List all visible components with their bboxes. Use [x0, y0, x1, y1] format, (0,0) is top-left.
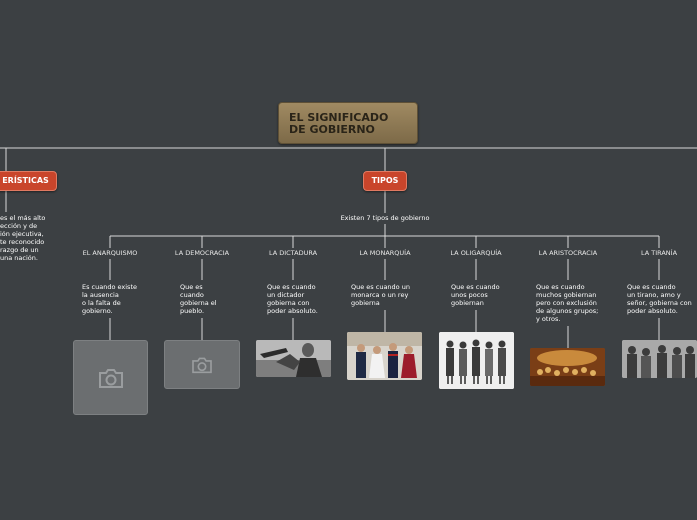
- camera-icon: [98, 368, 123, 388]
- branch-caracteristicas-label: ERÍSTICAS: [2, 176, 49, 185]
- caracteristicas-text: es el más alto ección y de ión ejecutiva…: [0, 214, 46, 262]
- dictator-photo-icon: [256, 340, 331, 377]
- desc-dictadura[interactable]: Que es cuando un dictador gobierna con p…: [267, 283, 318, 315]
- image-oligarquia[interactable]: [439, 332, 514, 389]
- central-topic[interactable]: EL SIGNIFICADO DE GOBIERNO: [278, 102, 418, 144]
- desc-democracia[interactable]: Que es cuando gobierna el pueblo.: [180, 283, 217, 315]
- tipos-subtitle: Existen 7 tipos de gobierno: [340, 214, 430, 222]
- type-anarquismo[interactable]: EL ANARQUISMO: [82, 249, 138, 257]
- desc-aristocracia[interactable]: Que es cuando muchos gobiernan pero con …: [536, 283, 599, 323]
- aristocracy-painting-icon: [530, 348, 605, 386]
- image-dictadura[interactable]: [256, 340, 331, 377]
- desc-oligarquia[interactable]: Que es cuando unos pocos gobiernan: [451, 283, 500, 307]
- central-topic-line1: EL SIGNIFICADO: [289, 111, 389, 124]
- royal-family-photo-icon: [347, 332, 422, 380]
- tyranny-photo-icon: [622, 340, 697, 378]
- image-placeholder-anarquismo[interactable]: [73, 340, 148, 415]
- type-aristocracia[interactable]: LA ARISTOCRACIA: [538, 249, 598, 257]
- image-placeholder-democracia[interactable]: [164, 340, 240, 389]
- branch-tipos-label: TIPOS: [371, 176, 399, 185]
- desc-monarquia[interactable]: Que es cuando un monarca o un rey gobier…: [351, 283, 410, 307]
- type-monarquia[interactable]: LA MONARQUÍA: [359, 249, 411, 257]
- image-aristocracia[interactable]: [530, 348, 605, 386]
- type-oligarquia[interactable]: LA OLIGARQUÍA: [450, 249, 502, 257]
- desc-anarquismo[interactable]: Es cuando existe la ausencia o la falta …: [82, 283, 137, 315]
- camera-icon: [192, 357, 212, 373]
- branch-tipos[interactable]: TIPOS: [363, 171, 407, 191]
- type-democracia[interactable]: LA DEMOCRACIA: [174, 249, 230, 257]
- type-tirania[interactable]: LA TIRANÍA: [640, 249, 678, 257]
- group-men-photo-icon: [439, 332, 514, 389]
- image-monarquia[interactable]: [347, 332, 422, 380]
- desc-tirania[interactable]: Que es cuando un tirano, amo y señor, go…: [627, 283, 692, 315]
- central-topic-line2: DE GOBIERNO: [289, 123, 375, 136]
- image-tirania[interactable]: [622, 340, 697, 378]
- type-dictadura[interactable]: LA DICTADURA: [268, 249, 318, 257]
- branch-caracteristicas[interactable]: ERÍSTICAS: [0, 171, 57, 191]
